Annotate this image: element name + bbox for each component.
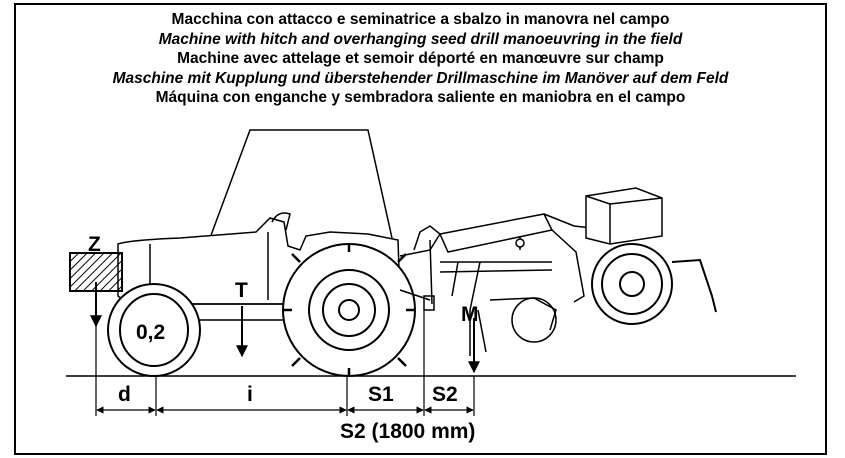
label-s1: S1 (368, 383, 394, 406)
coulter-assembly (469, 297, 557, 356)
label-s2: S2 (432, 383, 458, 406)
label-m: M (461, 303, 479, 326)
label-d: d (118, 383, 131, 406)
title-spanish: Máquina con enganche y sembradora salien… (155, 89, 686, 106)
diagram-frame (14, 3, 827, 455)
force-arrows (90, 282, 480, 374)
rear-wheel (282, 243, 416, 377)
label-front-axle-load: 0,2 (136, 321, 165, 344)
title-german: Maschine mit Kupplung und überstehender … (112, 69, 729, 87)
seed-hopper (585, 187, 663, 245)
hitch-linkage (399, 225, 553, 311)
title-block: Macchina con attacco e seminatrice a sba… (14, 10, 827, 108)
dimension-extension-lines (95, 310, 475, 416)
front-wheel (107, 283, 201, 377)
title-italian: Macchina con attacco e seminatrice a sba… (171, 11, 670, 28)
drill-wheel (591, 243, 717, 325)
label-i: i (247, 383, 253, 406)
tractor-cab (209, 129, 393, 239)
title-english: Machine with hitch and overhanging seed … (158, 30, 683, 48)
seed-drill-frame (438, 213, 593, 311)
label-z: Z (88, 233, 101, 256)
label-s2-total: S2 (1800 mm) (340, 420, 475, 443)
title-french: Machine avec attelage et semoir déporté … (177, 50, 664, 67)
label-t: T (235, 279, 248, 302)
